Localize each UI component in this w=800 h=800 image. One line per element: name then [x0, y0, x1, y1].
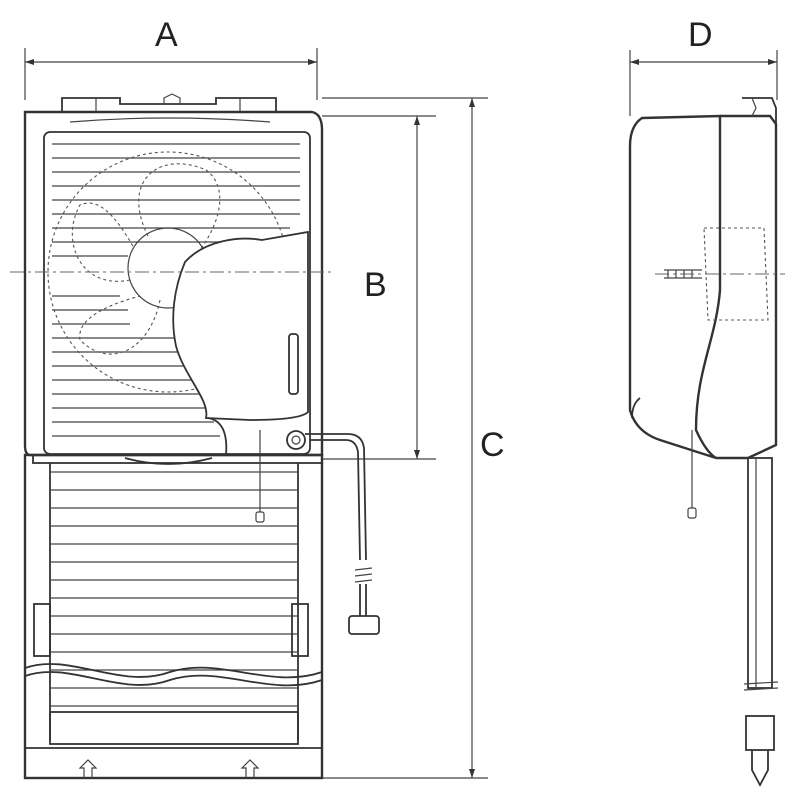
- side-view: [628, 97, 785, 787]
- dimension-b-label: B: [364, 266, 387, 304]
- fan-blades: [71, 163, 221, 355]
- dimension-c-line: [322, 97, 488, 779]
- dimension-b-line: [322, 115, 436, 460]
- front-view: [10, 93, 380, 780]
- dimension-c-label: C: [480, 426, 505, 464]
- dimension-d-label: D: [688, 16, 713, 54]
- dimension-a-label: A: [155, 16, 178, 54]
- grille-louvres: [52, 143, 300, 437]
- dimension-a-line: [24, 48, 318, 100]
- dimension-d-line: [629, 50, 778, 116]
